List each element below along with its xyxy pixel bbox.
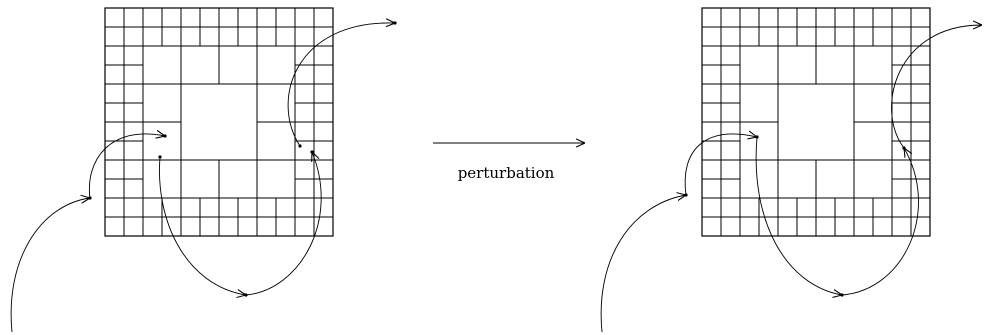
left-point-1 [298, 144, 302, 148]
perturbation-label: perturbation [458, 164, 555, 182]
left-orbit-arrows [10, 21, 397, 333]
left-arrow-down [159, 156, 246, 295]
left-panel [10, 7, 397, 333]
right-arrow-up-right [841, 148, 919, 296]
right-point-3 [684, 193, 688, 197]
left-point-6 [244, 293, 248, 297]
left-arrow-up-right [245, 152, 322, 296]
left-point-3 [163, 134, 167, 138]
right-arrow-center [684, 134, 757, 196]
right-arrow-bottom-left [600, 195, 686, 333]
right-point-1 [902, 146, 906, 150]
right-point-4 [840, 293, 844, 297]
left-arrow-center [88, 134, 165, 200]
perturbation-arrow-group: perturbation [433, 143, 585, 182]
right-point-2 [755, 135, 759, 139]
left-point-7 [393, 21, 397, 25]
right-panel [600, 7, 982, 333]
left-grid [104, 7, 334, 237]
right-arrow-top-right [891, 25, 982, 149]
left-point-4 [158, 155, 162, 159]
left-arrow-bottom-left [10, 198, 90, 333]
left-point-5 [88, 196, 92, 200]
right-grid [701, 7, 931, 237]
right-arrow-down [755, 136, 842, 295]
left-point-2 [310, 150, 314, 154]
left-arrow-top-right [287, 23, 395, 147]
right-orbit-arrows [600, 25, 982, 333]
